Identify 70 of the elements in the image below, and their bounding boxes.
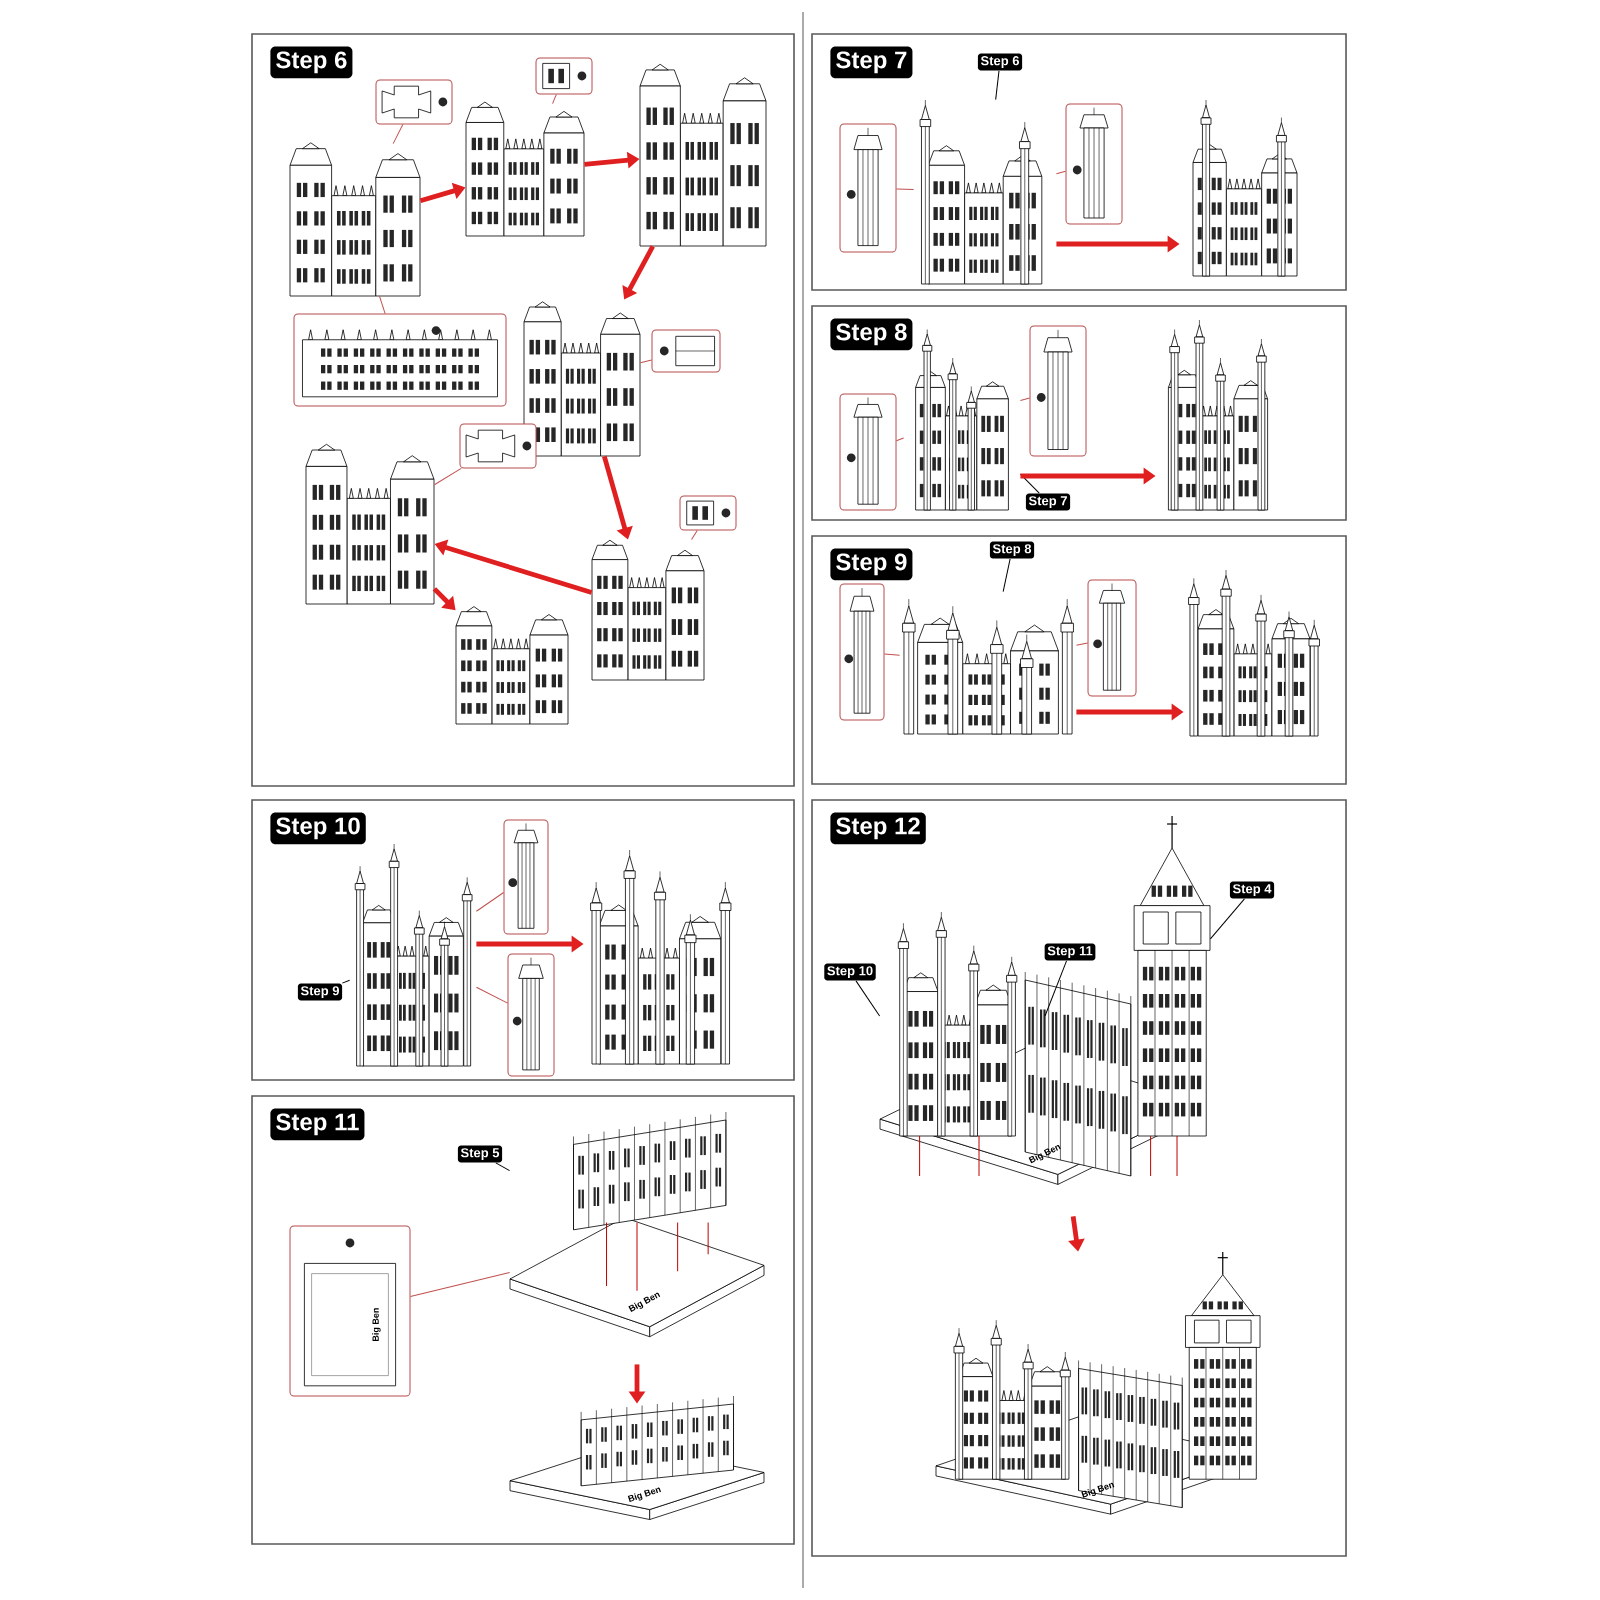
building-drawing: [455, 606, 569, 725]
leader-line: [392, 123, 404, 145]
building-drawing: [523, 301, 641, 457]
building-drawing: [902, 598, 1074, 735]
part-detail-drawing: [289, 1225, 411, 1397]
leader-line: [475, 986, 509, 1004]
part-detail-drawing: [679, 495, 737, 531]
base-wall-drawing: [509, 1395, 765, 1520]
leader-line: [1002, 558, 1011, 593]
part-detail-drawing: [503, 819, 549, 935]
leader-line: [1019, 397, 1031, 401]
building-drawing: [305, 443, 435, 605]
leader-line: [995, 70, 1000, 101]
step-panel: [251, 33, 795, 787]
building-drawing: [354, 843, 473, 1067]
part-detail-drawing: [1029, 325, 1087, 457]
part-detail-drawing: [507, 953, 555, 1077]
palace-tower-drawing: [935, 1251, 1261, 1515]
step-panel: [811, 305, 1347, 521]
leader-line: [552, 93, 557, 105]
building-drawing: [465, 101, 585, 237]
building-drawing: [1168, 319, 1268, 511]
leader-line: [1044, 960, 1068, 1017]
building-drawing: [915, 329, 1009, 511]
part-detail-drawing: [535, 57, 593, 95]
building-drawing: [591, 539, 705, 681]
step-badge: Step 7: [830, 46, 913, 79]
leader-line: [883, 653, 901, 656]
base-wall-drawing: [509, 1111, 765, 1338]
building-drawing: [590, 849, 732, 1065]
building-drawing: [919, 99, 1043, 285]
leader-line: [855, 980, 881, 1017]
leader-line: [475, 892, 505, 912]
building-drawing: [1188, 569, 1320, 737]
step-badge: Step 11: [270, 1108, 365, 1141]
leader-line: [639, 359, 653, 364]
step-panel: [251, 799, 795, 1081]
leader-line: [691, 529, 698, 541]
part-detail-drawing: [1087, 579, 1137, 697]
leader-line: [341, 979, 351, 984]
part-detail-drawing: [375, 79, 453, 125]
part-detail-drawing: [459, 423, 537, 469]
part-detail-drawing: [839, 583, 885, 721]
leader-line: [1209, 898, 1245, 940]
leader-line: [895, 437, 905, 442]
step-badge: Step 12: [830, 812, 926, 845]
building-drawing: [639, 63, 767, 247]
leader-line: [1075, 642, 1089, 646]
leader-line: [379, 295, 386, 315]
step-badge: Step 10: [270, 812, 366, 845]
building-drawing: [289, 142, 421, 297]
leader-line: [495, 1162, 511, 1172]
step-panel: [811, 799, 1347, 1557]
step-badge: Step 6: [270, 46, 353, 79]
step-badge: Step 9: [830, 548, 913, 581]
part-detail-drawing: [839, 393, 897, 511]
building-drawing: [1192, 99, 1298, 277]
step-panel: [811, 535, 1347, 785]
part-detail-drawing: [293, 313, 507, 407]
leader-line: [433, 467, 462, 486]
leader-line: [409, 1272, 511, 1297]
step-badge: Step 8: [830, 318, 913, 351]
leader-line: [1055, 170, 1067, 175]
step-panel: [251, 1095, 795, 1545]
leader-line: [895, 188, 915, 191]
part-detail-drawing: [839, 123, 897, 253]
step-panel: [811, 33, 1347, 291]
part-detail-drawing: [1065, 103, 1123, 225]
leader-line: [1019, 473, 1040, 494]
part-detail-drawing: [651, 329, 721, 373]
